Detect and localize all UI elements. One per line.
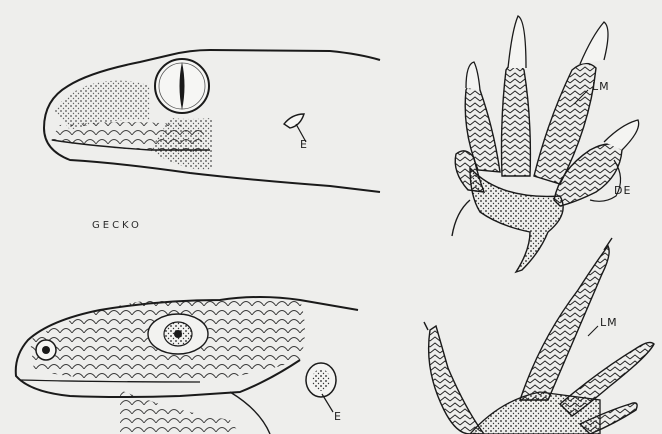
gecko-ear-label: E [300,138,308,151]
lizard-lamellae-label: LM [600,316,618,329]
lizard-ear-label: E [334,410,342,423]
gecko-foot [452,16,639,272]
gecko-caption: GECKO [92,220,142,231]
gecko-lamellae-label: LM [592,80,610,93]
lizard-nostril-icon [36,340,56,360]
gecko-head [44,50,380,192]
gecko-eye-icon [155,59,209,113]
lizard-ear-opening-icon [306,363,336,412]
lizard-eye-icon [148,314,208,354]
lizard-head [16,297,358,434]
lizard-foot [424,238,654,434]
gecko-digit-expansion-label: DE [614,184,631,197]
